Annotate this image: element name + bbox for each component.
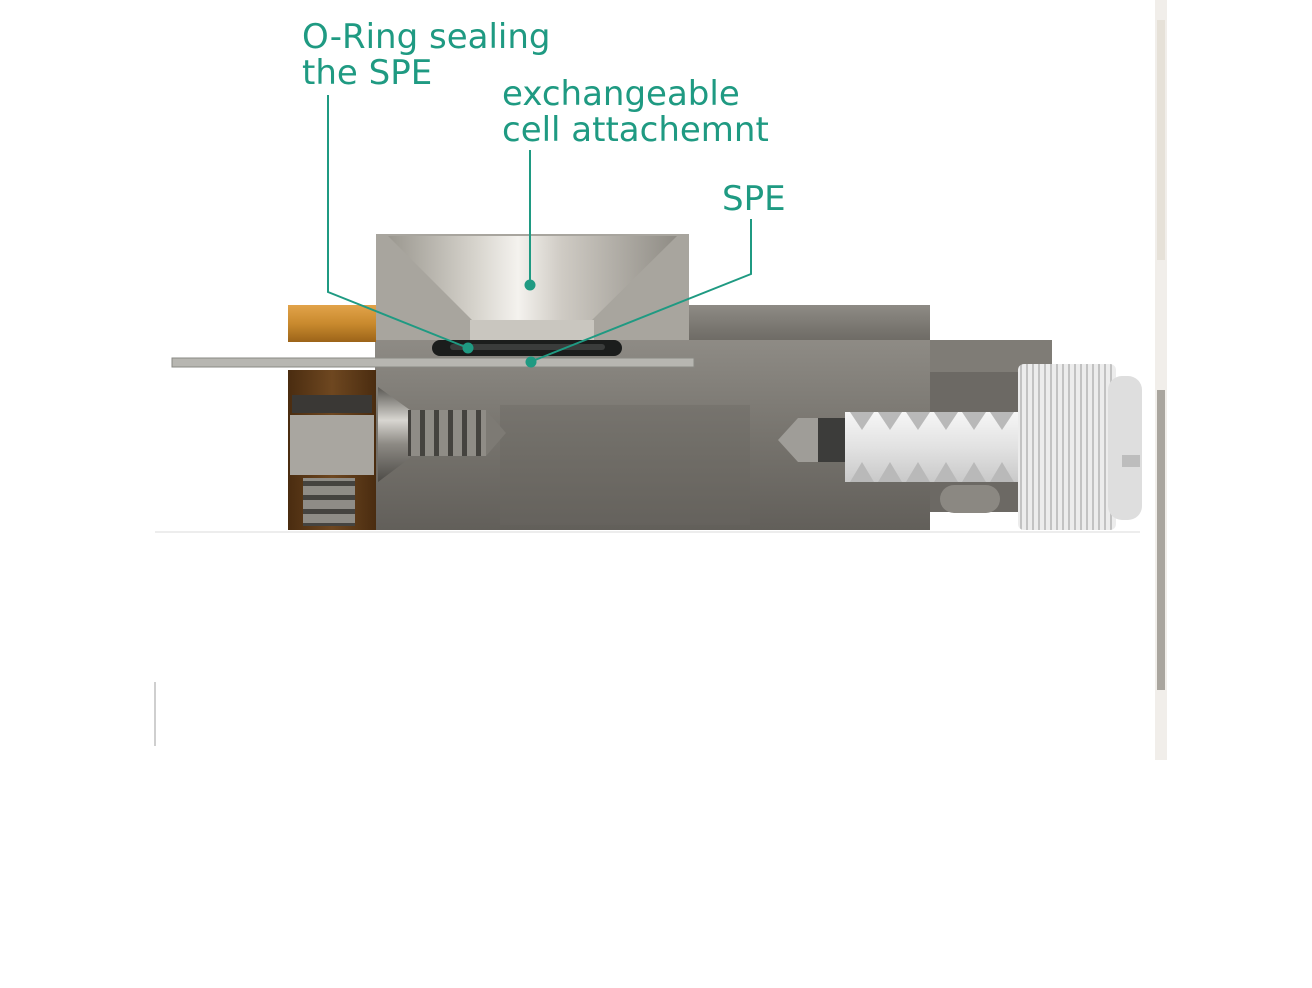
spe-plate [171,357,695,368]
oring-label-line2: the SPE [302,53,433,93]
thumb-screw-icon [778,364,1142,530]
annotation-dots [462,279,537,368]
annotation-leaders [327,95,752,363]
spe-leader-line [529,219,752,363]
oring-label-line1: O-Ring sealing [302,17,551,57]
cell-label-line2: cell attachemnt [502,110,769,150]
spe-dot [525,356,537,368]
cell-label: exchangeable cell attachemnt [502,76,769,148]
spe-label: SPE [722,181,786,217]
oring-dot [462,342,474,354]
o-ring [432,340,622,356]
oring-leader-line [327,95,469,349]
spe-label-text: SPE [722,179,786,219]
cell-label-line1: exchangeable [502,74,740,114]
hex-screw-icon [378,387,506,482]
oring-label: O-Ring sealing the SPE [302,19,550,91]
left-clamp-block [288,305,376,530]
cell-dot [524,279,536,291]
background-frame-edge [154,0,1167,760]
